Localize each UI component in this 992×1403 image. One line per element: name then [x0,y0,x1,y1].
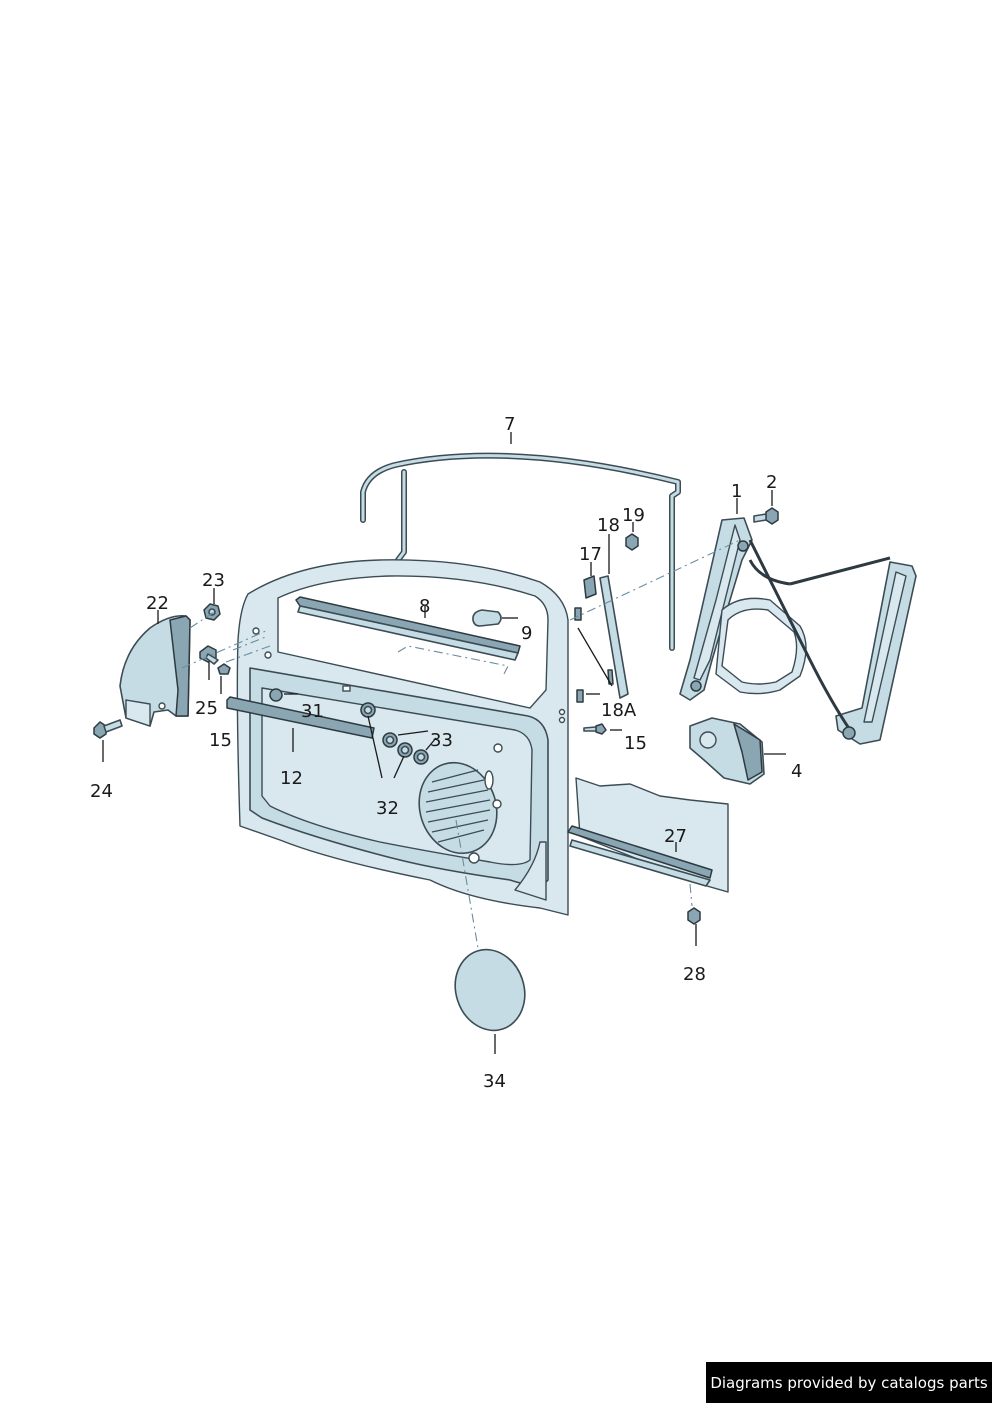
callout-24: 24 [90,781,113,802]
callout-8: 8 [419,596,430,617]
callout-17: 17 [579,544,602,565]
credit-text: Diagrams provided by catalogs parts [710,1373,988,1392]
part-22-mirror-cover[interactable] [119,614,191,727]
callout-25: 25 [195,698,218,719]
part-8-channel-strip[interactable] [295,596,521,661]
callout-15-left: 15 [209,730,232,751]
callout-27: 27 [664,826,687,847]
part-32-plugs[interactable] [360,702,413,758]
assembly-lines [181,539,741,949]
part-1-window-regulator[interactable] [679,517,917,745]
part-2-screw[interactable] [753,507,779,525]
callout-32: 32 [376,798,399,819]
part-18a-clip[interactable] [574,607,584,703]
part-34-speaker-cover[interactable] [445,941,535,1040]
leader-lines [102,432,786,1054]
callout-1: 1 [731,481,742,502]
speaker-grille [425,769,491,843]
part-19-screw[interactable] [625,533,639,551]
callout-2: 2 [766,472,777,493]
callout-31: 31 [301,701,324,722]
callout-33: 33 [430,730,453,751]
door-shell[interactable] [236,559,569,916]
part-24-bolt[interactable] [93,719,123,739]
callout-15-right: 15 [624,733,647,754]
callout-18: 18 [597,515,620,536]
callout-7: 7 [504,414,515,435]
callout-12: 12 [280,768,303,789]
part-33-plug[interactable] [413,749,429,765]
callout-9: 9 [521,623,532,644]
callout-19: 19 [622,505,645,526]
part-25-fastener[interactable] [199,645,219,665]
callouts: 7 1 2 19 18 17 8 9 18A 15 4 27 28 34 23 … [90,414,802,1092]
callout-4: 4 [791,761,802,782]
part-17-clip[interactable] [583,575,597,599]
part-4-motor[interactable] [689,717,765,785]
callout-18a: 18A [601,700,637,721]
part-15-screw-left[interactable] [217,663,231,675]
callout-34: 34 [483,1071,506,1092]
callout-28: 28 [683,964,706,985]
part-15-screw-right[interactable] [583,723,607,735]
part-28-bolt[interactable] [687,907,701,925]
part-31-plug[interactable] [269,688,283,702]
part-9-clip[interactable] [472,609,502,627]
part-27-seal-panel[interactable] [567,777,729,893]
callout-23: 23 [202,570,225,591]
credit-banner: Diagrams provided by catalogs parts [706,1362,992,1403]
callout-22: 22 [146,593,169,614]
part-12-seal-strip[interactable] [226,696,375,739]
